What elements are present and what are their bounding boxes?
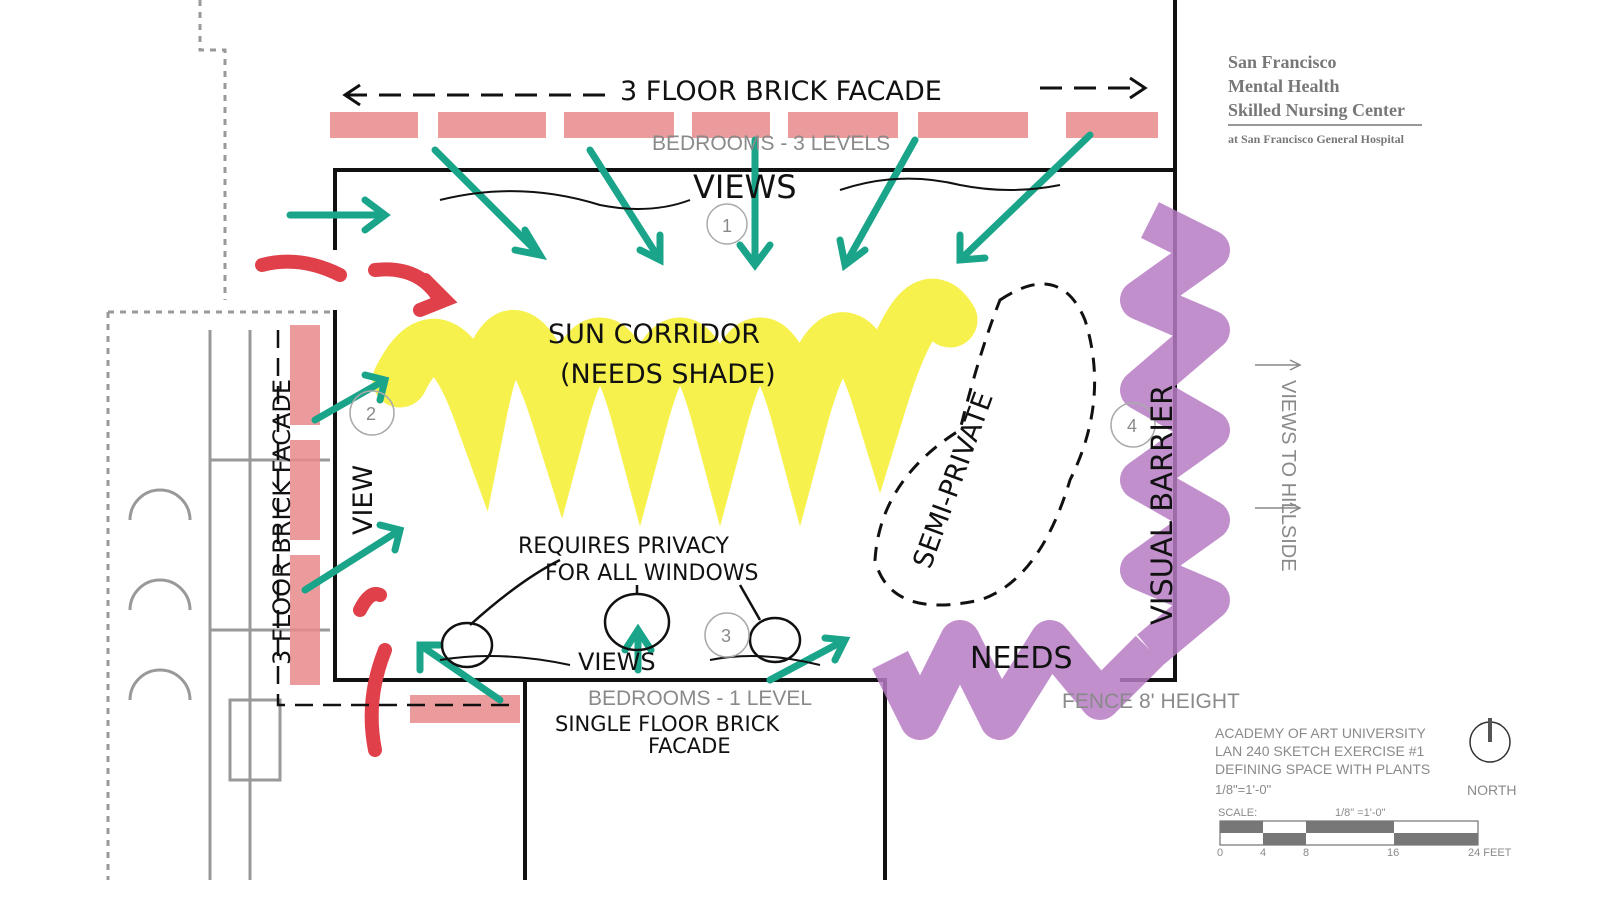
- left-facade-dimension: [276, 330, 510, 707]
- facade-label: FACADE: [648, 734, 731, 758]
- brick-facade-top: [330, 112, 1158, 138]
- top-facade-label: 3 FLOOR BRICK FACADE: [620, 76, 942, 107]
- info-line-3: DEFINING SPACE WITH PLANTS: [1215, 761, 1430, 777]
- scale-tick-0: 0: [1217, 847, 1223, 859]
- view-left-label: VIEW: [348, 465, 379, 535]
- views-bottom-label: VIEWS: [578, 648, 656, 676]
- title-line-3: Skilled Nursing Center: [1228, 100, 1405, 120]
- views-bottom-line: [439, 655, 821, 666]
- scale-tick-24: 24 FEET: [1468, 847, 1512, 859]
- window-circles: [440, 558, 802, 669]
- views-top-label: VIEWS: [693, 168, 797, 206]
- marker-2: 2: [366, 404, 376, 424]
- info-line-1: ACADEMY OF ART UNIVERSITY: [1215, 725, 1426, 741]
- scale-tick-16: 16: [1387, 847, 1399, 859]
- hillside-arrows: [1255, 359, 1302, 514]
- needs-label: NEEDS: [970, 641, 1073, 676]
- visual-barrier-label: VISUAL BARRIER: [1145, 385, 1179, 625]
- sun-corridor-label: SUN CORRIDOR: [548, 319, 760, 350]
- scale-label: SCALE:: [1218, 807, 1257, 819]
- scale-bar: SCALE: 1/8" =1'-0" 0 4 8 16 24 FEET: [1217, 807, 1512, 859]
- wind-arrows: [255, 254, 458, 757]
- visual-barrier-scribble: [872, 202, 1230, 740]
- single-floor-label: SINGLE FLOOR BRICK: [555, 712, 780, 736]
- north-label: NORTH: [1467, 782, 1517, 798]
- title-line-1: San Francisco: [1228, 52, 1337, 72]
- view-arrows: [286, 131, 1094, 704]
- marker-1: 1: [722, 216, 732, 236]
- info-block: ACADEMY OF ART UNIVERSITY LAN 240 SKETCH…: [1215, 718, 1517, 798]
- marker-4: 4: [1127, 416, 1137, 436]
- views-to-hillside-label: VIEWS TO HILLSIDE: [1277, 380, 1299, 572]
- views-top-line: [439, 177, 1061, 210]
- floor-plan-background: [106, 0, 335, 880]
- semi-private-label: SEMI-PRIVATE: [907, 388, 999, 572]
- title-line-2: Mental Health: [1228, 76, 1339, 96]
- title-line-4: at San Francisco General Hospital: [1228, 132, 1405, 146]
- bedrooms-bottom-label: BEDROOMS - 1 LEVEL: [588, 687, 812, 710]
- top-facade-dimension: [342, 76, 1148, 107]
- bedrooms-top-label: BEDROOMS - 3 LEVELS: [652, 132, 890, 155]
- section-markers: [349, 203, 1156, 658]
- fence-label: FENCE 8' HEIGHT: [1062, 690, 1240, 713]
- scale-tick-8: 8: [1303, 847, 1309, 859]
- scale-ratio: 1/8" =1'-0": [1335, 807, 1386, 819]
- scale-tick-4: 4: [1260, 847, 1266, 859]
- requires-privacy-label: REQUIRES PRIVACY: [518, 534, 730, 559]
- marker-3: 3: [721, 626, 731, 646]
- for-all-windows-label: FOR ALL WINDOWS: [545, 561, 758, 586]
- left-facade-label: 3 FLOOR BRICK FACADE: [268, 379, 296, 665]
- needs-shade-label: (NEEDS SHADE): [560, 359, 776, 390]
- sun-corridor-scribble: [372, 278, 978, 527]
- brick-facade-left: [290, 325, 320, 685]
- info-line-2: LAN 240 SKETCH EXERCISE #1: [1215, 743, 1425, 759]
- info-line-4: 1/8"=1'-0": [1215, 782, 1272, 797]
- brick-facade-bottom: [410, 695, 520, 723]
